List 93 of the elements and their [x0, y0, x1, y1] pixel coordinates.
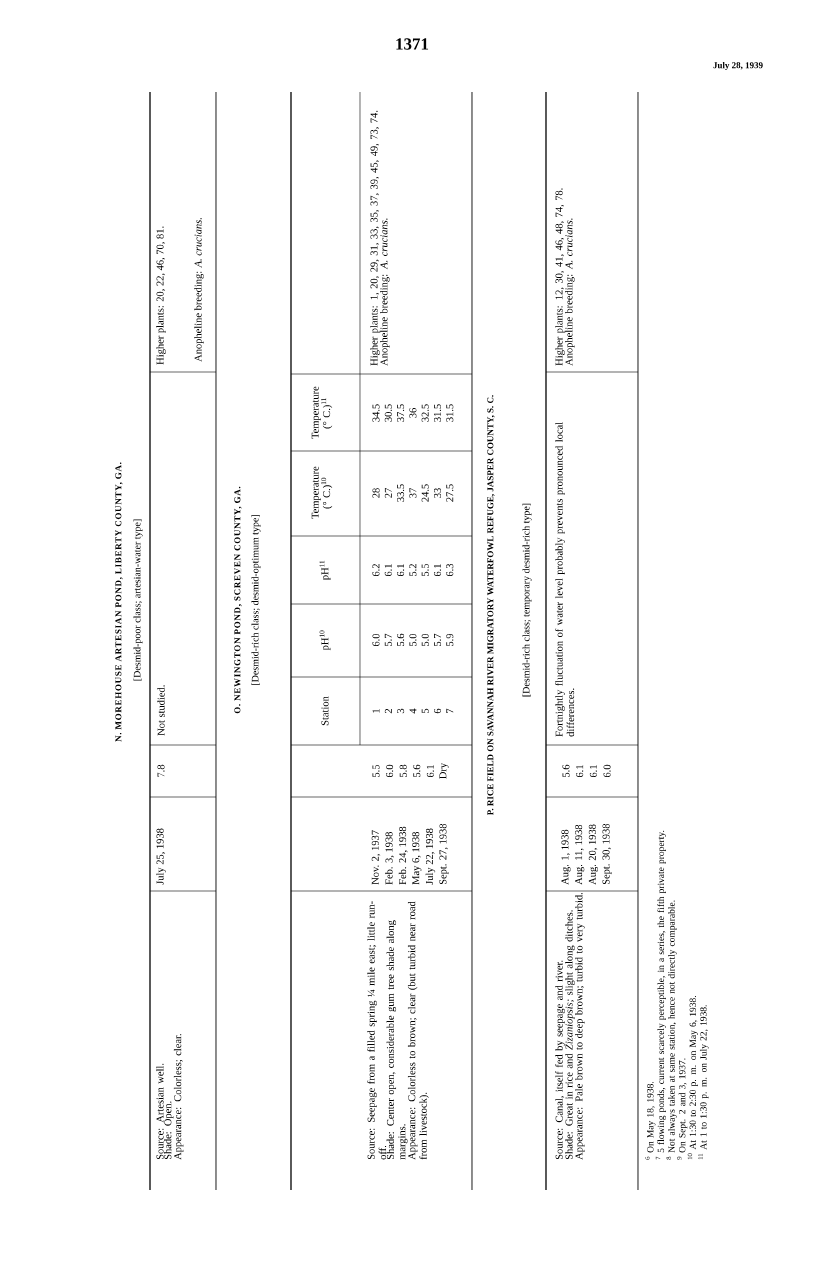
table-cell: Source: Canal, itself fed by seepage and river. — [555, 960, 565, 1160]
footnote: $^{10}$ At 1:30 to 2:30 p. m. on May 6, 1938. — [687, 996, 698, 1160]
table-cell: 32.5 — [421, 404, 429, 422]
table-cell: July 25, 1938 — [156, 828, 166, 885]
column-header: Temperature (° C.)$^{11}$ — [311, 386, 333, 439]
table-cell: Appearance: Colorless; clear. — [173, 1034, 184, 1160]
table-cell: 33 — [434, 488, 441, 498]
table-cell: July 22, 1938 — [425, 828, 436, 885]
table-cell: 34.5 — [372, 404, 380, 422]
table-cell: 28 — [372, 488, 380, 498]
table-cell: Appearance: Pale brown to deep brown; turbid to very turbid. — [575, 892, 585, 1160]
table-cell: Shade: Center open, considerable gum tree shade along margins. — [386, 920, 408, 1160]
table-cell: Shade: Great in rice and Zizaniopsis; slight along ditches. — [565, 910, 575, 1160]
table-cell: Source: Artesian well. — [156, 1063, 164, 1160]
table-cell: 37.5 — [397, 404, 405, 422]
table-cell: Sept. 30, 1938 — [602, 823, 612, 885]
section-heading: N. MOREHOUSE ARTESIAN POND, LIBERTY COUNTY, GA. — [115, 462, 123, 742]
table-cell: 6.1 — [589, 765, 597, 778]
table-cell: 27 — [384, 488, 392, 498]
section-heading: P. RICE FIELD ON SAVANNAH RIVER MIGRATORY WATERFOWL REFUGE, JASPER COUNTY, S. C. — [487, 395, 495, 816]
table-cell: 5.5 — [372, 764, 380, 777]
table-cell: Aug. 11, 1938 — [575, 824, 585, 885]
table-cell: 24.5 — [421, 484, 429, 502]
table-cell: Anopheline breeding: A. crucians. — [194, 218, 204, 362]
footnote: $^{11}$ At 1 to 1:30 p. m. on July 22, 1938. — [698, 1005, 709, 1160]
table-cell: 5.7 — [384, 633, 392, 646]
table-cell: 2 — [384, 708, 392, 714]
table-cell: Higher plants: 1, 20, 29, 31, 33, 35, 37, 39, 45, 49, 73, 74. — [370, 110, 380, 366]
table-cell: 6.1 — [433, 564, 442, 577]
table-cell: 36 — [409, 408, 417, 418]
section-subtitle: [Desmid-poor class; artesian-water type] — [133, 519, 143, 681]
table-cell: 6.2 — [372, 564, 380, 577]
table-cell: 1 — [372, 709, 380, 713]
table-cell: 30.5 — [384, 404, 392, 422]
table-cell: Feb. 3, 1938 — [385, 832, 395, 885]
section-subtitle: [Desmid-rich class; temporary desmid-rich type] — [522, 503, 532, 697]
table-cell: Anopheline breeding: A. crucians. — [565, 218, 575, 366]
page-number: 1371 — [396, 38, 429, 50]
table-cell: 37 — [409, 488, 417, 498]
footnote: $^{6}$ On May 18, 1938. — [645, 1081, 656, 1160]
table-cell: 6.1 — [384, 564, 392, 577]
table-cell: 5.6 — [562, 764, 570, 777]
table-cell: Source: Seepage from a filled spring ¼ mile east; little run-off. — [367, 901, 387, 1160]
table-cell: 6.3 — [446, 563, 454, 577]
table-cell: 7.8 — [157, 764, 165, 777]
table-cell: Anopheline breeding: A. crucians. — [380, 218, 390, 366]
table-cell: Higher plants: 12, 30, 41, 46, 48, 74, 78. — [555, 188, 565, 366]
section-heading: O. NEWINGTON POND, SCREVEN COUNTY, GA. — [234, 486, 242, 714]
table-cell: Feb. 24, 1938 — [398, 826, 408, 885]
table-cell: 5.5 — [421, 563, 429, 576]
table-cell: 5 — [421, 708, 429, 713]
footnote: $^{9}$ On Sept. 2 and 3, 1937. — [677, 1058, 688, 1160]
table-cell: 4 — [409, 708, 417, 714]
table-cell: 5.0 — [409, 633, 417, 646]
table-cell: Sept. 27, 1938 — [439, 823, 449, 885]
table-cell: 33.5 — [397, 484, 405, 502]
footnote: $^{8}$ Not always taken at same station, hence not directly comparable. — [666, 900, 677, 1160]
section-subtitle: [Desmid-rich class; desmid-optimum type] — [251, 515, 261, 685]
table-cell: Shade: Open. — [164, 1101, 174, 1160]
column-header: Station — [321, 696, 329, 726]
table-cell: Higher plants: 20, 22, 46, 70, 81. — [156, 226, 166, 365]
table-cell: 5.6 — [413, 764, 421, 777]
footnote: $^{7}$ 5 flowing ponds, current scarcely perceptible, in a series, the fifth private property. — [655, 830, 667, 1160]
table-cell: Appearance: Colorless to brown; clear (but turbid near road from livestock). — [407, 901, 429, 1160]
table-cell: Aug. 1, 1938 — [561, 829, 571, 885]
date-line: July 28, 1939 — [713, 61, 763, 71]
table-cell: 31.5 — [433, 404, 442, 422]
table-cell: 6.0 — [372, 633, 380, 647]
column-header: Temperature (° C.)$^{10}$ — [311, 466, 333, 519]
table-cell: Fortnightly fluctuation of water level probably prevents pronounced local differences. — [555, 422, 575, 737]
table-cell: Aug. 20, 1938 — [588, 824, 598, 885]
table-cell: 5.0 — [421, 633, 429, 646]
table-cell: 5.8 — [399, 764, 407, 777]
table-cell: 5.2 — [409, 564, 417, 576]
table-cell: 31.5 — [446, 404, 454, 422]
table-cell: 5.6 — [397, 633, 405, 646]
table-cell: 6.0 — [386, 764, 394, 778]
table-cell: Nov. 2, 1937 — [371, 830, 381, 885]
column-header: pH$^{11}$ — [319, 560, 331, 580]
table-cell: 7 — [446, 708, 454, 713]
table-cell: Dry — [439, 762, 449, 779]
table-cell: 6 — [434, 708, 441, 714]
table-cell: 6.1 — [426, 765, 434, 778]
column-header: pH$^{10}$ — [319, 630, 331, 651]
table-cell: 6.1 — [397, 564, 405, 577]
table-cell: 27.5 — [446, 484, 454, 502]
table-cell: 3 — [397, 708, 405, 714]
table-cell: 5.7 — [434, 633, 441, 646]
table-cell: May 6, 1938 — [412, 832, 422, 885]
table-cell: 6.1 — [576, 765, 584, 778]
table-cell: Not studied. — [157, 685, 165, 736]
table-cell: 5.9 — [446, 633, 454, 646]
table-cell: 6.0 — [603, 764, 611, 778]
